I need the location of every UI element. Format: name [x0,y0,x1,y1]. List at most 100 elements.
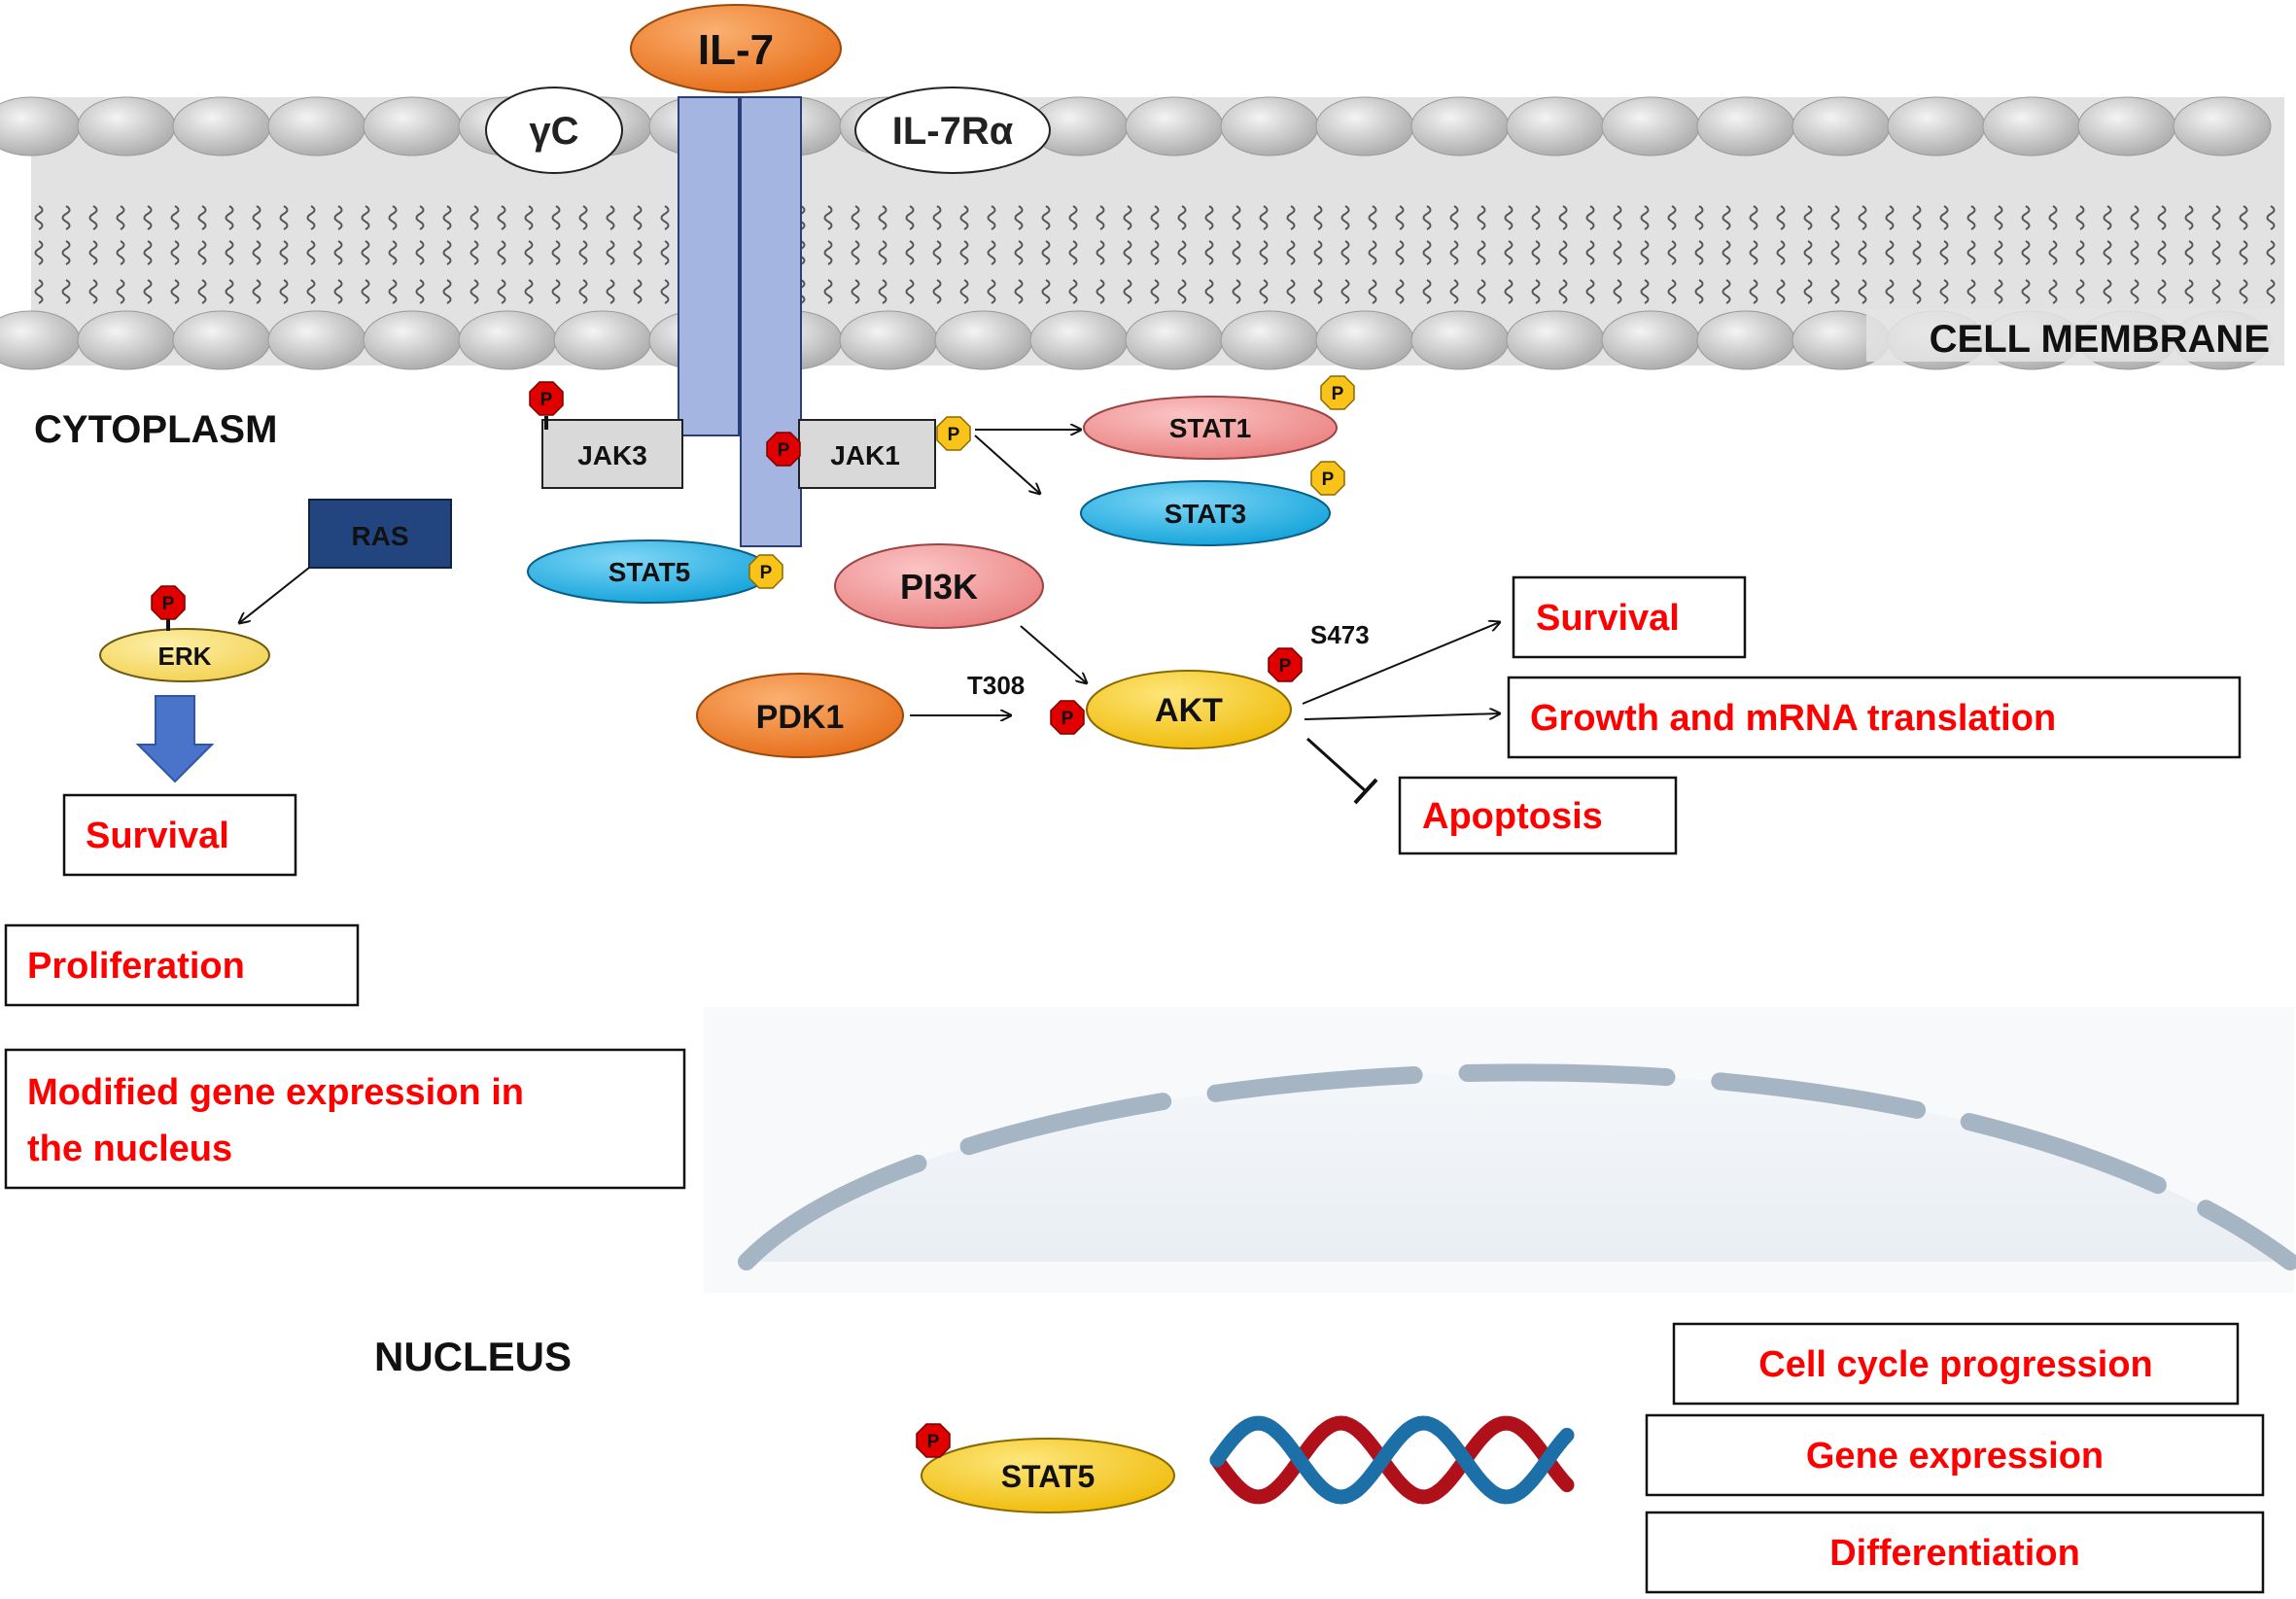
phospholipid-tails [34,205,2276,304]
erk-label: ERK [158,642,212,671]
svg-text:the nucleus: the nucleus [27,1129,232,1169]
nuclear-envelope [738,1063,2296,1270]
stat1-label: STAT1 [1169,413,1252,443]
jak3-label: JAK3 [577,440,647,470]
pdk1: PDK1 [696,673,904,758]
outcome-differentiation: Differentiation [1645,1511,2265,1594]
svg-text:P: P [948,425,960,445]
svg-text:Survival: Survival [86,816,229,856]
erk-ellipse [99,628,270,682]
jak3-box [541,419,683,489]
akt-label: AKT [1155,692,1223,729]
akt-to-growth-arrow [1304,713,1500,720]
jak1-label: JAK1 [830,440,900,470]
ras: RAS [308,499,452,569]
svg-text:Survival: Survival [1536,598,1680,639]
pi3k-label: PI3K [900,567,978,607]
jak1-phospho-icon-yellow: P [936,416,971,451]
nuclear-interior [747,1072,2290,1262]
svg-text:Proliferation: Proliferation [27,946,245,987]
svg-text:Gene expression: Gene expression [1806,1436,2104,1477]
outcome-apoptosis: Apoptosis [1398,776,1678,855]
jak1-phospho-icon-red: P [766,432,801,467]
outcome-proliferation: Proliferation [4,923,360,1007]
svg-text:Cell cycle progression: Cell cycle progression [1758,1344,2153,1385]
il7-r-alpha-label: IL-7Rα [892,110,1014,153]
svg-text:Apoptosis: Apoptosis [1422,796,1603,837]
ras-label: RAS [351,521,408,551]
s473-label: S473 [1310,620,1370,649]
ras-box [308,499,452,569]
gamma-c-chain [678,96,740,436]
pi3k: PI3K [834,543,1044,629]
membrane-label: CELL MEMBRANE [1930,318,2270,361]
akt-s473-phospho-icon: P [1268,647,1303,682]
akt-inhibits-apoptosis [1305,737,1378,805]
svg-text:P: P [1279,656,1292,677]
t308-label: T308 [967,671,1025,700]
dna-strand-red [1209,1415,1575,1505]
outcome-cell-cycle-progression: Cell cycle progression [1672,1322,2240,1406]
svg-text:P: P [162,594,175,614]
dna-double-helix [1209,1415,1575,1505]
outcome-akt-survival: Survival [1512,575,1747,659]
stat5-nuclear: STAT5 P [916,1423,1175,1513]
svg-text:P: P [1061,709,1074,729]
erk: ERK P [99,585,270,682]
stat5-nuclear-ellipse [921,1438,1175,1513]
pdk1-label: PDK1 [756,699,845,736]
stat3: STAT3 P [1080,461,1345,546]
il7-r-alpha-chain [740,96,802,547]
jak3-phospho-icon: P [529,381,564,430]
pi3k-ellipse [834,543,1044,629]
il7-ligand-label: IL-7 [698,26,774,74]
outcome-erk-survival: Survival [62,793,297,877]
il7-r-alpha-bubble [854,87,1051,174]
outcome-growth-mrna-translation: Growth and mRNA translation [1507,676,2242,759]
svg-text:Modified gene expression in: Modified gene expression in [27,1072,524,1113]
pi3k-to-akt-arrow [1020,625,1087,683]
jak1-to-stat3-arrow [974,435,1040,494]
svg-text:Differentiation: Differentiation [1829,1533,2080,1574]
svg-text:P: P [1322,469,1335,490]
erk-down-arrow [135,695,215,783]
stat3-label: STAT3 [1165,499,1247,529]
akt: AKT P P [1050,647,1303,749]
nucleus [704,1007,2296,1293]
svg-text:P: P [540,390,553,410]
jak3: JAK3 P [529,381,683,489]
cytoplasm-label: CYTOPLASM [34,408,277,451]
stat5-nuclear-phospho-icon: P [916,1423,951,1458]
svg-text:P: P [1332,384,1344,404]
cell-membrane: CELL MEMBRANE [0,96,2284,370]
gamma-c-bubble [485,87,623,174]
il7-ligand [630,4,842,93]
jak1: JAK1 P P [766,416,971,489]
svg-text:Growth and mRNA translation: Growth and mRNA translation [1530,698,2056,739]
svg-text:P: P [760,563,773,583]
stat5-phospho-icon: P [748,554,783,589]
nucleus-label: NUCLEUS [374,1334,572,1379]
svg-text:P: P [778,440,790,461]
stat3-ellipse [1080,480,1331,546]
outcome-gene-expression: Gene expression [1645,1413,2265,1497]
akt-ellipse [1086,670,1292,749]
il7-receptor-complex: IL-7 γC IL-7Rα [485,4,1051,547]
stat5-nuclear-label: STAT5 [1001,1459,1096,1494]
stat5-cytoplasmic: STAT5 P [527,539,783,604]
dna-strand-blue [1209,1415,1575,1505]
erk-phospho-icon: P [151,585,186,631]
akt-to-survival-arrow [1302,622,1500,705]
stat1: STAT1 P [1083,375,1355,460]
stat3-phospho-icon: P [1310,461,1345,496]
svg-text:P: P [927,1432,940,1452]
akt-t308-phospho-icon: P [1050,700,1085,735]
ras-to-erk-arrow [239,567,310,623]
pdk1-ellipse [696,673,904,758]
gamma-c-label: γC [529,110,578,153]
outcome-modified-gene-expression: Modified gene expression in the nucleus [4,1048,686,1190]
stat5-label: STAT5 [609,557,691,587]
stat1-phospho-icon: P [1320,375,1355,410]
stat1-ellipse [1083,396,1338,460]
